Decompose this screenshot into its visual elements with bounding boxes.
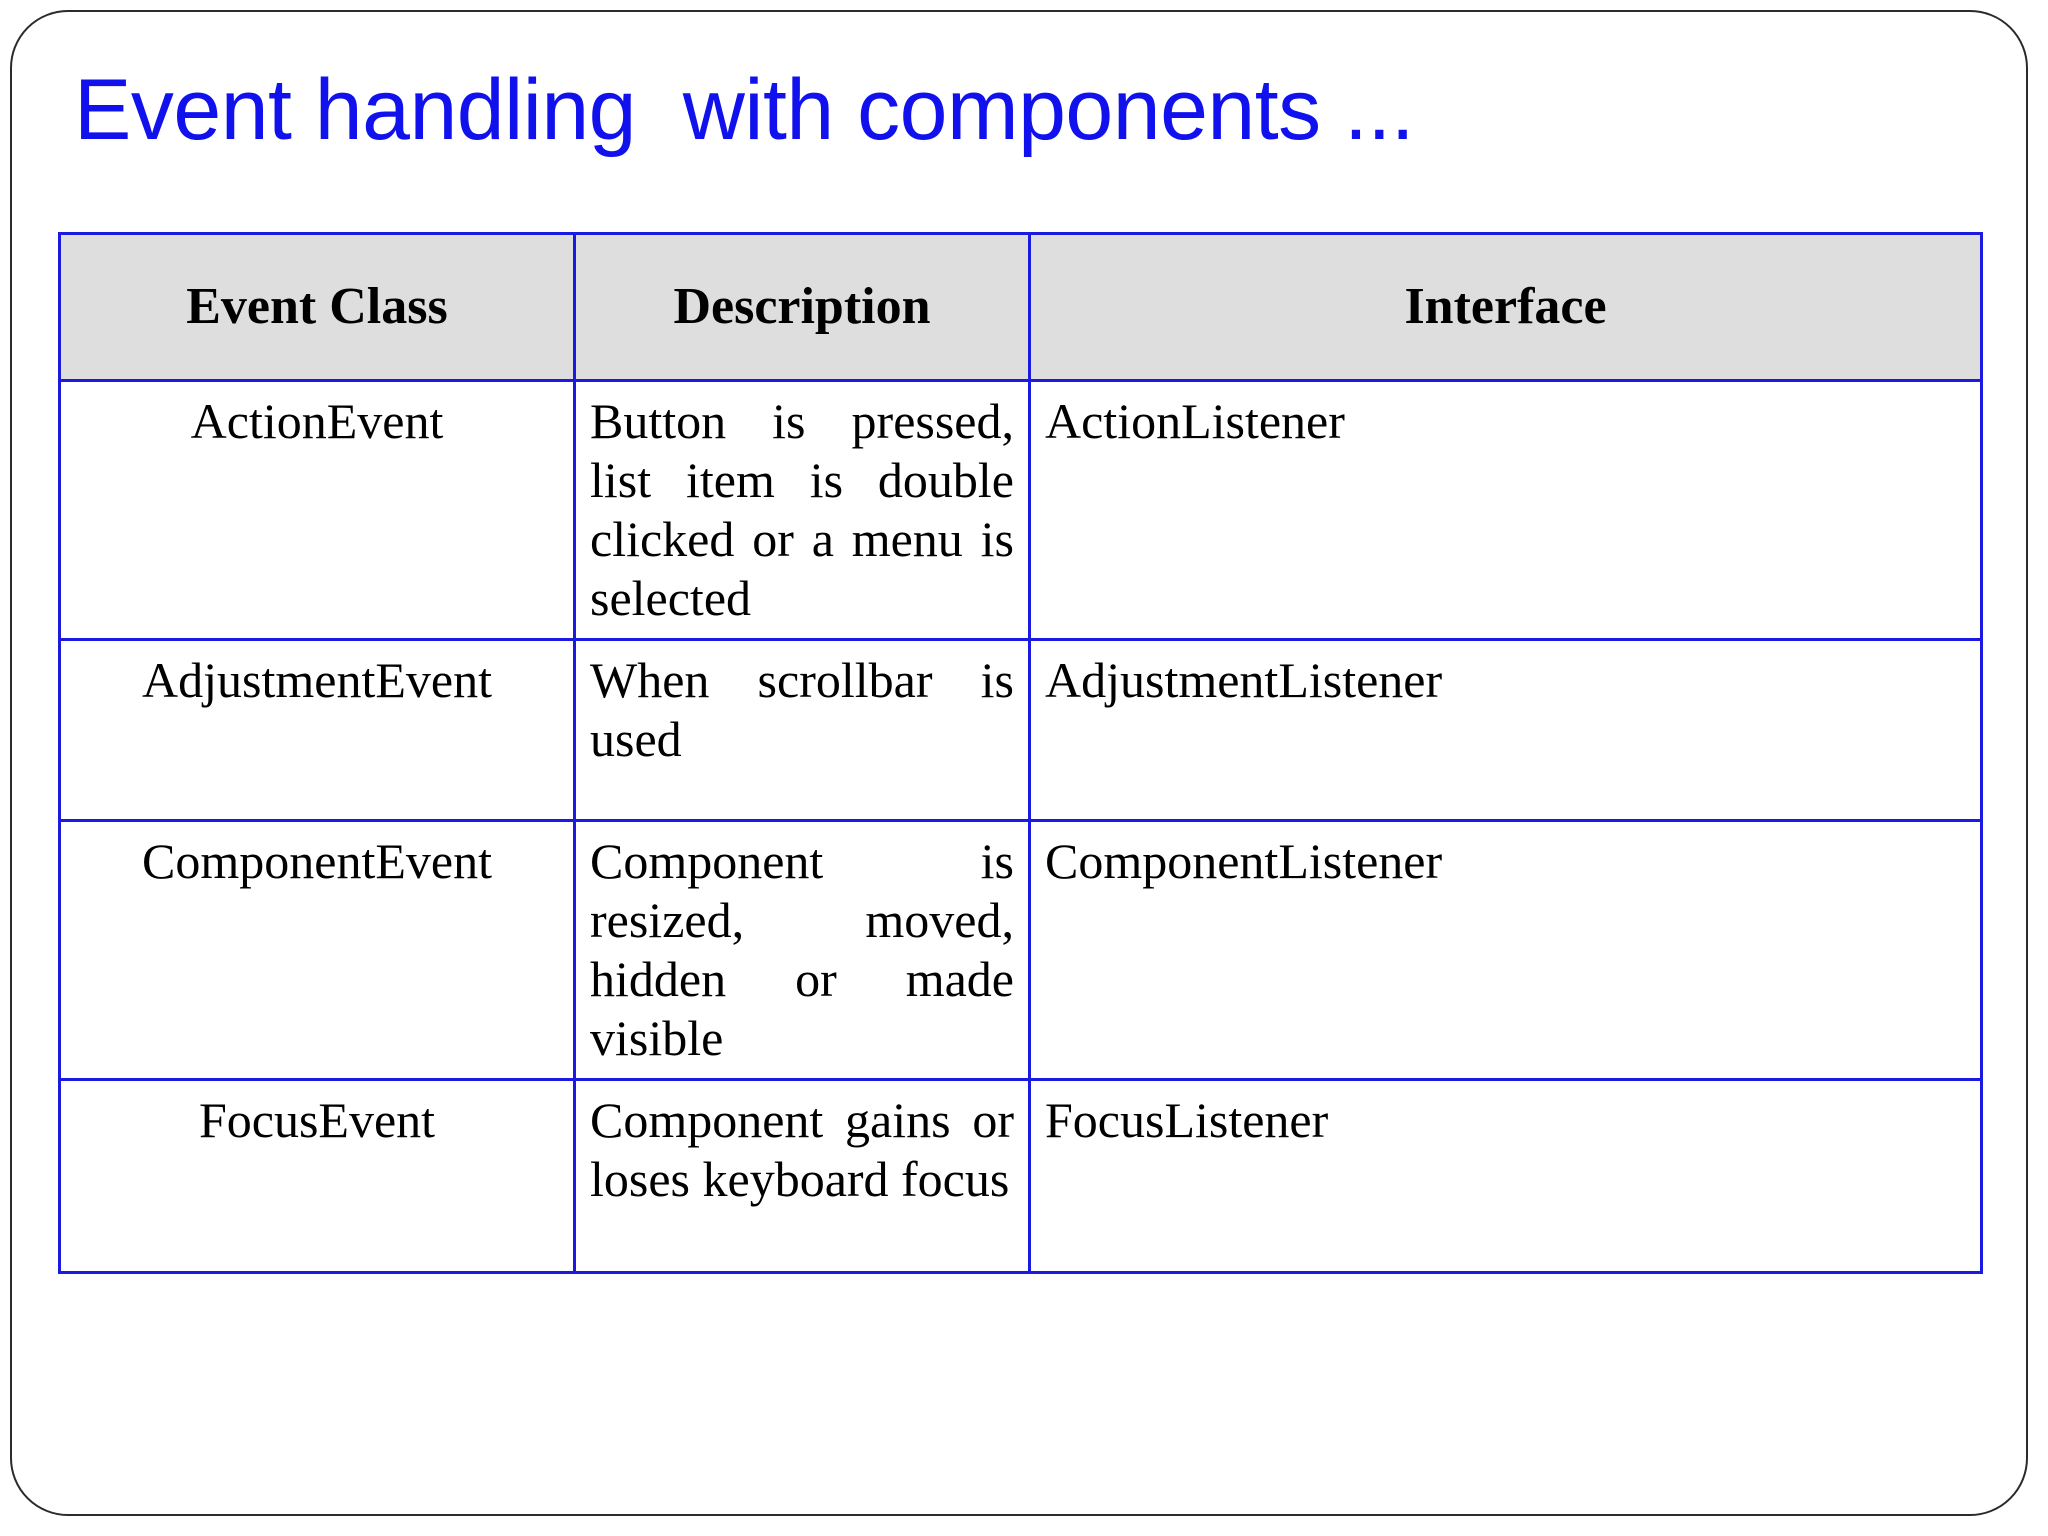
table-row: FocusEvent Component gains or loses keyb… [58,1078,1983,1274]
cell-interface: AdjustmentListener [1028,638,1983,822]
column-header-description: Description [573,232,1031,382]
cell-event-class: ActionEvent [58,379,576,641]
cell-interface: ActionListener [1028,379,1983,641]
column-header-interface: Interface [1028,232,1983,382]
table-row: AdjustmentEvent When scrollbar is used A… [58,638,1983,822]
table-row: ComponentEvent Component is resized, mov… [58,819,1983,1081]
cell-description: Component gains or loses keyboard focus [573,1078,1031,1274]
cell-event-class: ComponentEvent [58,819,576,1081]
cell-interface: FocusListener [1028,1078,1983,1274]
cell-description: Button is pressed, list item is double c… [573,379,1031,641]
cell-description: When scrollbar is used [573,638,1031,822]
table-body: ActionEvent Button is pressed, list item… [58,379,1983,1274]
cell-interface: ComponentListener [1028,819,1983,1081]
cell-description: Component is resized, moved, hidden or m… [573,819,1031,1081]
event-table-container: Event Class Description Interface Action… [58,232,1983,1274]
cell-event-class: AdjustmentEvent [58,638,576,822]
cell-event-class: FocusEvent [58,1078,576,1274]
table-header: Event Class Description Interface [58,232,1983,382]
column-header-event-class: Event Class [58,232,576,382]
table-header-row: Event Class Description Interface [58,232,1983,382]
event-class-table: Event Class Description Interface Action… [58,232,1983,1274]
table-row: ActionEvent Button is pressed, list item… [58,379,1983,641]
slide-frame: Event handling with components ... Event… [10,10,2028,1516]
page-title: Event handling with components ... [74,62,1415,158]
